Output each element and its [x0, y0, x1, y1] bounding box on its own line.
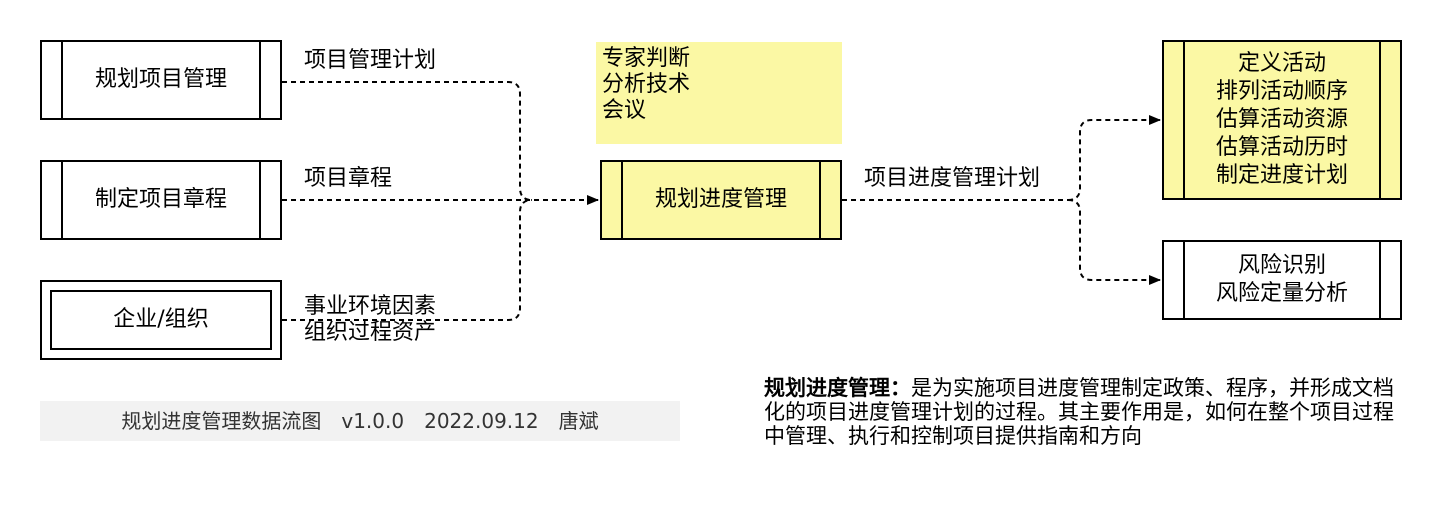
input-box-label: 制定项目章程 — [94, 186, 227, 212]
target-line: 定义活动 — [1237, 51, 1326, 76]
box-divider — [259, 162, 261, 238]
tools-techniques-note: 专家判断 分析技术 会议 — [596, 42, 842, 144]
flow-label-eef: 事业环境因素 — [304, 294, 437, 319]
box-divider — [61, 42, 63, 118]
description-term: 规划进度管理： — [764, 376, 911, 400]
flow-line-output-lower — [1067, 199, 1161, 285]
box-divider — [1183, 242, 1185, 318]
tool-item: 分析技术 — [602, 72, 691, 97]
box-divider — [61, 162, 63, 238]
box-divider — [1379, 242, 1381, 318]
box-divider — [621, 162, 623, 238]
target-box-schedule-processes: 定义活动 排列活动顺序 估算活动资源 估算活动历时 制定进度计划 — [1162, 40, 1402, 200]
box-divider — [819, 162, 821, 238]
target-lines: 定义活动 排列活动顺序 估算活动资源 估算活动历时 制定进度计划 — [1216, 50, 1348, 190]
flow-label-opa: 组织过程资产 — [304, 320, 437, 345]
target-lines: 风险识别 风险定量分析 — [1216, 252, 1348, 308]
box-divider — [1379, 42, 1381, 198]
description-text: 是为实施项目进度管理制定政策、程序，并形成文档化的项目进度管理计划的过程。其主要… — [764, 376, 1394, 448]
flow-label-schedule-plan: 项目进度管理计划 — [864, 166, 1041, 191]
input-box-develop-charter: 制定项目章程 — [40, 160, 282, 240]
target-line: 制定进度计划 — [1215, 163, 1348, 188]
flow-line-output-upper — [1067, 115, 1161, 201]
flow-line-project-plan — [282, 81, 533, 201]
target-line: 排列活动顺序 — [1215, 79, 1348, 104]
external-entity-enterprise: 企业/组织 — [40, 280, 282, 360]
target-line: 风险定量分析 — [1215, 281, 1348, 306]
main-process-label: 规划进度管理 — [654, 186, 787, 212]
tool-item: 会议 — [602, 98, 647, 123]
target-line: 估算活动历时 — [1215, 135, 1348, 160]
target-line: 风险识别 — [1237, 253, 1326, 278]
input-box-label: 规划项目管理 — [94, 66, 227, 92]
entity-label: 企业/组织 — [113, 306, 209, 332]
target-line: 估算活动资源 — [1215, 107, 1348, 132]
flow-label-charter: 项目章程 — [304, 166, 393, 191]
box-divider — [1183, 42, 1185, 198]
tool-item: 专家判断 — [602, 46, 691, 71]
main-process-plan-schedule-management: 规划进度管理 — [600, 160, 842, 240]
diagram-caption: 规划进度管理数据流图 v1.0.0 2022.09.12 唐斌 — [40, 401, 680, 441]
flow-line-enterprise — [282, 199, 533, 321]
target-box-risk-processes: 风险识别 风险定量分析 — [1162, 240, 1402, 320]
process-description: 规划进度管理：是为实施项目进度管理制定政策、程序，并形成文档化的项目进度管理计划… — [764, 376, 1404, 448]
flow-label-project-plan: 项目管理计划 — [304, 48, 437, 73]
box-divider — [259, 42, 261, 118]
input-box-plan-project-management: 规划项目管理 — [40, 40, 282, 120]
entity-inner-border — [50, 290, 272, 350]
